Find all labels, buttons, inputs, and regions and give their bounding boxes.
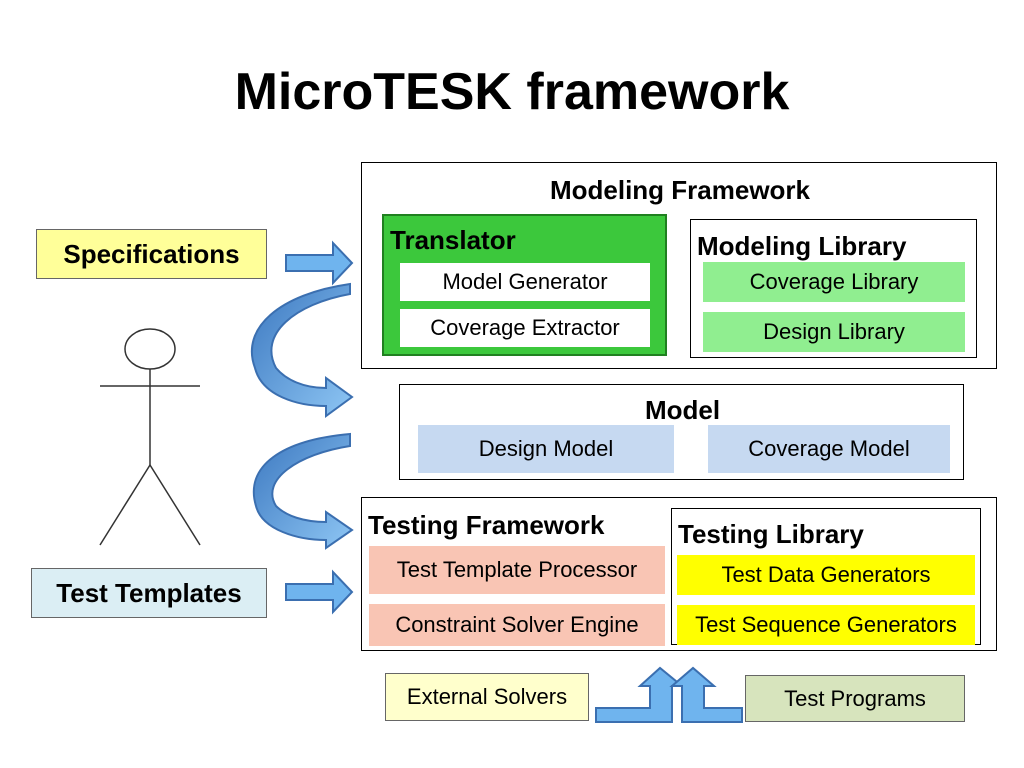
test-templates-box: Test Templates [31, 568, 267, 618]
modeling-framework-panel: Modeling Framework Translator Model Gene… [361, 162, 997, 369]
design-model-box: Design Model [418, 425, 674, 473]
external-solvers-box: External Solvers [385, 673, 589, 721]
slide-title: MicroTESK framework [234, 63, 790, 121]
coverage-extractor-box: Coverage Extractor [400, 309, 650, 347]
curved-arrow-icon [252, 432, 354, 550]
test-templates-label: Test Templates [56, 577, 242, 608]
up-arrow-icon [669, 666, 743, 723]
coverage-library-box: Coverage Library [703, 262, 965, 302]
external-solvers-label: External Solvers [406, 684, 568, 709]
right-arrow-icon [285, 240, 354, 286]
testing-framework-title: Testing Framework [368, 510, 605, 540]
actor-stick-figure-icon [99, 328, 201, 546]
test-template-processor-box: Test Template Processor [369, 546, 665, 594]
right-arrow-icon [285, 569, 354, 615]
curved-arrow-icon [250, 282, 354, 418]
modeling-library-title: Modeling Library [697, 231, 907, 261]
constraint-solver-engine-box: Constraint Solver Engine [369, 604, 665, 646]
model-panel: Model Design Model Coverage Model [399, 384, 964, 480]
test-programs-label: Test Programs [784, 685, 926, 711]
translator-title: Translator [390, 225, 516, 255]
design-library-box: Design Library [703, 312, 965, 352]
testing-library-title: Testing Library [678, 519, 864, 549]
test-programs-box: Test Programs [745, 675, 965, 722]
specifications-label: Specifications [63, 238, 240, 269]
testing-library-panel: Testing Library Test Data Generators Tes… [671, 508, 981, 645]
test-data-generators-box: Test Data Generators [677, 555, 975, 595]
model-title: Model [644, 395, 721, 425]
model-generator-box: Model Generator [400, 263, 650, 301]
translator-panel: Translator Model Generator Coverage Extr… [382, 214, 667, 356]
test-sequence-generators-box: Test Sequence Generators [677, 605, 975, 645]
coverage-model-box: Coverage Model [708, 425, 950, 473]
modeling-framework-title: Modeling Framework [549, 175, 811, 205]
testing-framework-panel: Testing Framework Test Template Processo… [361, 497, 997, 651]
specifications-box: Specifications [36, 229, 267, 279]
up-arrow-icon [595, 666, 685, 723]
modeling-library-panel: Modeling Library Coverage Library Design… [690, 219, 977, 358]
